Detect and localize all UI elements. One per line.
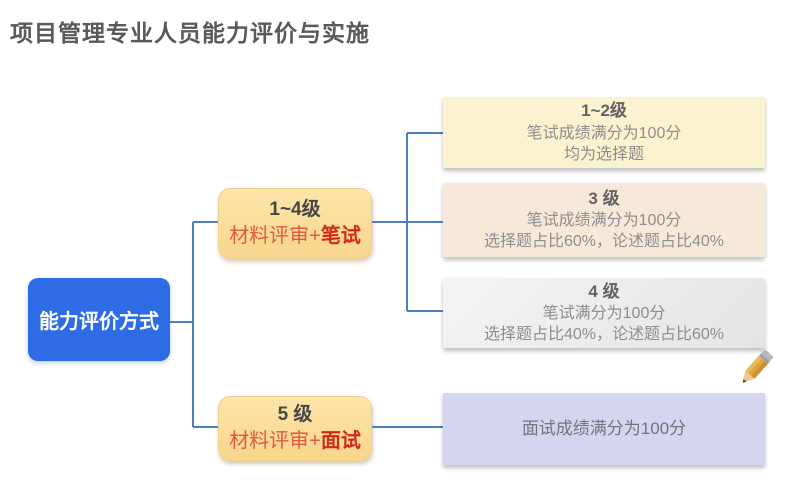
leaf-box-level-1-2: 1~2级 笔试成绩满分为100分 均为选择题 — [443, 97, 765, 168]
page-title: 项目管理专业人员能力评价与实施 — [10, 20, 370, 46]
leaf-score-line: 笔试成绩满分为100分 — [526, 124, 682, 142]
branch-node-level-5: 5 级 材料评审+面试 — [218, 396, 372, 461]
leaf-title: 4 级 — [588, 281, 620, 301]
leaf-question-type-line: 均为选择题 — [563, 145, 644, 163]
branch-method-exam-type: 笔试 — [320, 224, 361, 247]
leaf-question-type-line: 选择题占比40%，论述题占比60% — [483, 326, 725, 344]
pencil-icon — [735, 345, 777, 391]
root-node-capability-evaluation: 能力评价方式 — [28, 278, 170, 361]
leaf-question-type-line: 选择题占比60%，论述题占比40% — [483, 233, 725, 251]
leaf-box-level-3: 3 级 笔试成绩满分为100分 选择题占比60%，论述题占比40% — [443, 183, 765, 257]
branch-method-prefix: 材料评审+ — [229, 429, 321, 452]
leaf-score-line: 面试成绩满分为100分 — [521, 418, 687, 438]
branch-method-label: 材料评审+笔试 — [229, 223, 361, 250]
leaf-title: 1~2级 — [581, 101, 627, 121]
leaf-box-interview-score: 面试成绩满分为100分 — [443, 393, 765, 465]
branch-method-exam-type: 面试 — [320, 429, 361, 452]
branch-level-label: 5 级 — [277, 404, 313, 426]
branch-method-prefix: 材料评审+ — [229, 224, 321, 247]
branch-level-label: 1~4级 — [269, 199, 321, 221]
leaf-score-line: 笔试成绩满分为100分 — [526, 212, 682, 230]
branch-method-label: 材料评审+面试 — [229, 428, 361, 455]
branch-node-level-1-4: 1~4级 材料评审+笔试 — [218, 188, 372, 259]
root-node-label: 能力评价方式 — [39, 311, 159, 333]
leaf-score-line: 笔试满分为100分 — [542, 305, 666, 323]
leaf-title: 3 级 — [588, 188, 620, 208]
leaf-box-level-4: 4 级 笔试满分为100分 选择题占比40%，论述题占比60% — [443, 278, 765, 348]
